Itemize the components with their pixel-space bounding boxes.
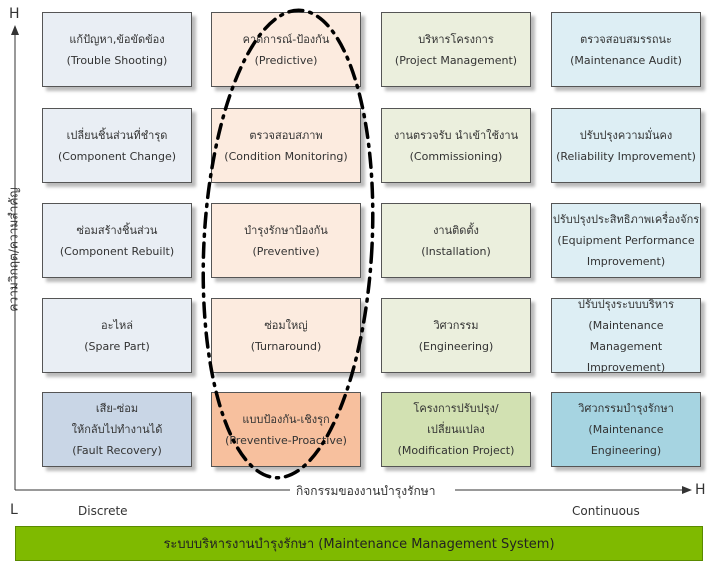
- activity-box: อะไหล่ (Spare Part): [42, 298, 192, 373]
- activity-box-text: งานตรวจรับ นำเข้าใช้งาน: [393, 128, 519, 142]
- activity-box: แก้ปัญหา,ข้อขัดข้อง (Trouble Shooting): [42, 12, 192, 87]
- activity-box-text: วิศวกรรมบำรุงรักษา: [578, 402, 674, 415]
- maintenance-management-system-bar: ระบบบริหารงานบำรุงรักษา (Maintenance Man…: [15, 526, 703, 561]
- activity-box-text: แบบป้องกัน-เชิงรุก: [242, 412, 330, 426]
- activity-box-text: ให้กลับไปทำงานได้: [71, 423, 163, 436]
- activity-box-text: (Turnaround): [250, 339, 322, 353]
- activity-box-text: (Preventive): [252, 244, 320, 258]
- continuous-label: Continuous: [572, 504, 640, 518]
- activity-box-text: (Fault Recovery): [72, 444, 162, 457]
- activity-box-text: (Component Change): [57, 149, 177, 163]
- activity-box-text: เปลี่ยนชิ้นส่วนที่ชำรุด: [66, 128, 168, 142]
- activity-box: งานตรวจรับ นำเข้าใช้งาน (Commissioning): [381, 108, 531, 183]
- discrete-label: Discrete: [78, 504, 128, 518]
- activity-box: บริหารโครงการ (Project Management): [381, 12, 531, 87]
- activity-box: โครงการปรับปรุง/เปลี่ยนแปลง (Modification…: [381, 392, 531, 467]
- activity-box: ปรับปรุงระบบบริหาร (Maintenance Managemen…: [551, 298, 701, 374]
- activity-box-text: (Project Management): [394, 53, 518, 67]
- activity-box-text: อะไหล่: [100, 318, 134, 332]
- activity-box-text: วิศวกรรม: [433, 318, 479, 332]
- activity-box-text: (Predictive): [254, 53, 318, 67]
- activity-box-text: บำรุงรักษาป้องกัน: [244, 223, 328, 237]
- activity-box-text: (Reliability Improvement): [556, 149, 696, 163]
- x-axis-label: กิจกรรมของงานบำรุงรักษา: [296, 484, 436, 498]
- activity-box: คาดการณ์-ป้องกัน (Predictive): [211, 12, 361, 87]
- activity-box-text: ซ่อมใหญ่: [264, 318, 308, 332]
- activity-box-text: (Maintenance Audit): [570, 53, 682, 67]
- activity-box: วิศวกรรม (Engineering): [381, 298, 531, 373]
- activity-box-text: (Installation): [421, 244, 491, 258]
- activity-box-text: เปลี่ยนแปลง: [427, 423, 485, 436]
- activity-box-text: ปรับปรุงความมั่นคง: [579, 128, 673, 142]
- activity-box-text: Improvement): [586, 360, 666, 374]
- activity-box: งานติดตั้ง (Installation): [381, 203, 531, 278]
- y-axis-label: ความวิกฤต/ความสำคัญ: [6, 187, 21, 312]
- activity-box-text: เสีย-ซ่อม: [95, 402, 139, 415]
- activity-box: ซ่อมสร้างชิ้นส่วน (Component Rebuilt): [42, 203, 192, 278]
- activity-box-text: (Maintenance: [588, 423, 664, 436]
- activity-box-text: (Spare Part): [84, 339, 150, 353]
- x-axis-low-label: L: [10, 502, 18, 518]
- activity-box-text: (Engineering): [418, 339, 494, 353]
- activity-box-text: งานติดตั้ง: [433, 223, 479, 237]
- activity-box-text: (Commissioning): [409, 149, 503, 163]
- activity-box-text: โครงการปรับปรุง/: [413, 402, 499, 415]
- activity-box-text: (Modification Project): [397, 444, 515, 457]
- x-axis-high-label: H: [695, 482, 706, 498]
- activity-box-text: Engineering): [590, 444, 662, 457]
- activity-box: เสีย-ซ่อมให้กลับไปทำงานได้ (Fault Recover…: [42, 392, 192, 467]
- activity-box-text: ตรวจสอบสมรรถนะ: [580, 32, 672, 46]
- activity-box: ตรวจสอบสภาพ (Condition Monitoring): [211, 108, 361, 183]
- activity-box-text: (Equipment Performance: [557, 234, 695, 247]
- activity-box-text: ปรับปรุงประสิทธิภาพเครื่องจักร: [552, 213, 700, 226]
- activity-box: เปลี่ยนชิ้นส่วนที่ชำรุด (Component Change…: [42, 108, 192, 183]
- activity-box-text: แก้ปัญหา,ข้อขัดข้อง: [69, 32, 165, 46]
- activity-box-text: (Trouble Shooting): [66, 53, 168, 67]
- activity-box-text: ซ่อมสร้างชิ้นส่วน: [76, 223, 158, 237]
- activity-box: บำรุงรักษาป้องกัน (Preventive): [211, 203, 361, 278]
- activity-box-text: (Component Rebuilt): [59, 244, 175, 258]
- activity-box: ตรวจสอบสมรรถนะ (Maintenance Audit): [551, 12, 701, 87]
- activity-box-text: (Maintenance Management: [588, 318, 664, 353]
- activity-box-text: บริหารโครงการ: [418, 32, 494, 46]
- activity-box-text: คาดการณ์-ป้องกัน: [242, 32, 330, 46]
- activity-box-text: (Condition Monitoring): [224, 149, 348, 163]
- activity-box-text: ตรวจสอบสภาพ: [249, 128, 323, 142]
- activity-box-text: ปรับปรุงระบบบริหาร: [577, 297, 675, 311]
- activity-box: ปรับปรุงประสิทธิภาพเครื่องจักร (Equipment…: [551, 203, 701, 278]
- activity-box-text: Improvement): [586, 255, 666, 268]
- y-axis-high-label: H: [9, 6, 20, 22]
- activity-box: แบบป้องกัน-เชิงรุก (Preventive-Proactive): [211, 392, 361, 467]
- activity-box: ปรับปรุงความมั่นคง (Reliability Improveme…: [551, 108, 701, 183]
- activity-box-text: (Preventive-Proactive): [225, 433, 347, 447]
- activity-box: ซ่อมใหญ่ (Turnaround): [211, 298, 361, 373]
